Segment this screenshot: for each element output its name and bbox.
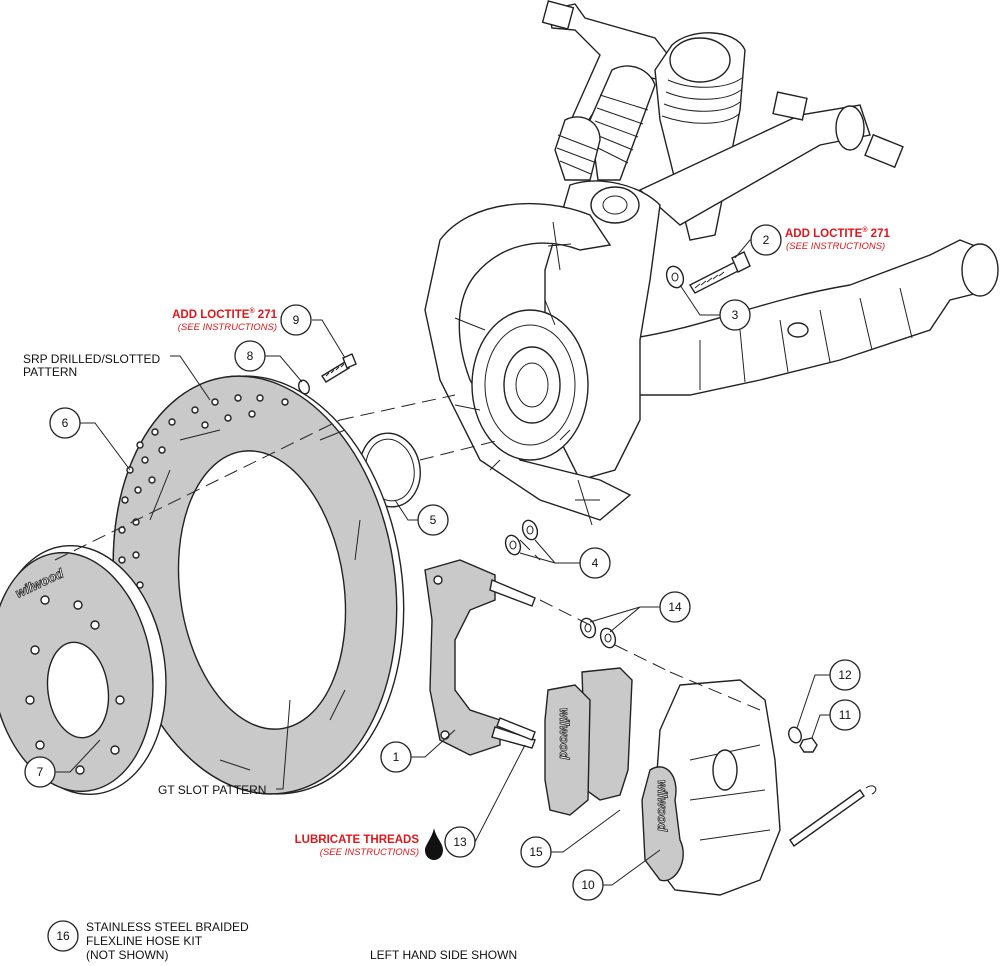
rotor-ring-part bbox=[112, 375, 405, 795]
callout-number: 1 bbox=[393, 750, 400, 764]
srp-label-line1: SRP DRILLED/SLOTTED bbox=[23, 352, 160, 366]
callout-3: 3 bbox=[719, 299, 751, 331]
caliper-brand: wilwood bbox=[655, 780, 670, 832]
callout-11: 11 bbox=[829, 699, 861, 731]
pad-brand: wilwood bbox=[557, 708, 572, 760]
hose-kit-label: STAINLESS STEEL BRAIDED FLEXLINE HOSE KI… bbox=[86, 920, 249, 962]
callout-8: 8 bbox=[234, 340, 266, 372]
hat-bolt-part bbox=[321, 353, 357, 383]
hose-label-line2: FLEXLINE HOSE KIT bbox=[86, 934, 203, 948]
callout-10: 10 bbox=[572, 869, 604, 901]
loctite-note-2: ADD LOCTITE® 271 (SEE INSTRUCTIONS) bbox=[785, 226, 890, 252]
lubricate-note-sub: (SEE INSTRUCTIONS) bbox=[320, 847, 419, 858]
callout-number: 8 bbox=[247, 349, 254, 363]
suspension-assembly bbox=[424, 0, 999, 526]
callout-13: 13 bbox=[444, 826, 476, 858]
callout-number: 14 bbox=[668, 600, 682, 614]
callout-12: 12 bbox=[829, 659, 861, 691]
callout-number: 9 bbox=[293, 313, 300, 327]
caliper-washer-part bbox=[788, 726, 802, 744]
callout-number: 4 bbox=[592, 556, 599, 570]
callout-number: 6 bbox=[62, 416, 69, 430]
brake-pads-part: wilwood bbox=[544, 667, 633, 816]
callout-number: 5 bbox=[430, 513, 437, 527]
callout-number: 16 bbox=[56, 929, 70, 943]
hose-label-line1: STAINLESS STEEL BRAIDED bbox=[86, 920, 249, 934]
callout-2: 2 bbox=[750, 224, 782, 256]
gt-slot-label: GT SLOT PATTERN bbox=[158, 783, 266, 797]
callout-9: 9 bbox=[280, 304, 312, 336]
callout-16: 16 bbox=[47, 920, 79, 952]
callout-6: 6 bbox=[49, 407, 81, 439]
callout-1: 1 bbox=[380, 741, 412, 773]
hat-washer-part bbox=[298, 379, 310, 395]
callout-number: 12 bbox=[838, 668, 852, 682]
caliper-bracket-part bbox=[424, 559, 536, 756]
stud-part bbox=[496, 717, 536, 741]
lubricate-note-title: LUBRICATE THREADS bbox=[295, 834, 420, 846]
oil-drop-icon bbox=[425, 828, 443, 860]
srp-pattern-label: SRP DRILLED/SLOTTED PATTERN bbox=[23, 352, 160, 379]
callout-15: 15 bbox=[520, 836, 552, 868]
callout-14: 14 bbox=[659, 591, 691, 623]
washer-3-part bbox=[665, 265, 685, 289]
callout-number: 10 bbox=[581, 878, 595, 892]
callout-number: 11 bbox=[839, 708, 852, 722]
callout-4: 4 bbox=[579, 547, 611, 579]
bracket-bolt-part bbox=[689, 251, 751, 294]
callout-number: 7 bbox=[37, 765, 44, 779]
loctite-note-title: ADD LOCTITE® 271 bbox=[172, 307, 277, 321]
lubricate-note-13: LUBRICATE THREADS (SEE INSTRUCTIONS) bbox=[295, 828, 443, 860]
loctite-note-title: ADD LOCTITE® 271 bbox=[785, 226, 890, 240]
loctite-note-sub: (SEE INSTRUCTIONS) bbox=[178, 322, 277, 333]
caliper-nut-part bbox=[799, 737, 818, 753]
callout-7: 7 bbox=[24, 756, 56, 788]
srp-label-line2: PATTERN bbox=[23, 365, 77, 379]
caliper-part: wilwood bbox=[641, 679, 877, 896]
loctite-note-sub: (SEE INSTRUCTIONS) bbox=[786, 241, 885, 252]
view-note: LEFT HAND SIDE SHOWN bbox=[370, 948, 517, 962]
callout-number: 2 bbox=[763, 233, 770, 247]
shim-washers-part bbox=[504, 519, 539, 556]
rotor-hat-part: wilwood bbox=[0, 544, 167, 796]
callout-5: 5 bbox=[417, 504, 449, 536]
callout-number: 3 bbox=[732, 308, 739, 322]
alignment-lines bbox=[54, 394, 761, 711]
hose-label-line3: (NOT SHOWN) bbox=[86, 948, 168, 962]
stud-washers-part bbox=[579, 617, 617, 649]
callout-number: 13 bbox=[453, 835, 467, 849]
callout-number: 15 bbox=[529, 845, 543, 859]
loctite-note-9: ADD LOCTITE® 271 (SEE INSTRUCTIONS) bbox=[172, 307, 277, 333]
